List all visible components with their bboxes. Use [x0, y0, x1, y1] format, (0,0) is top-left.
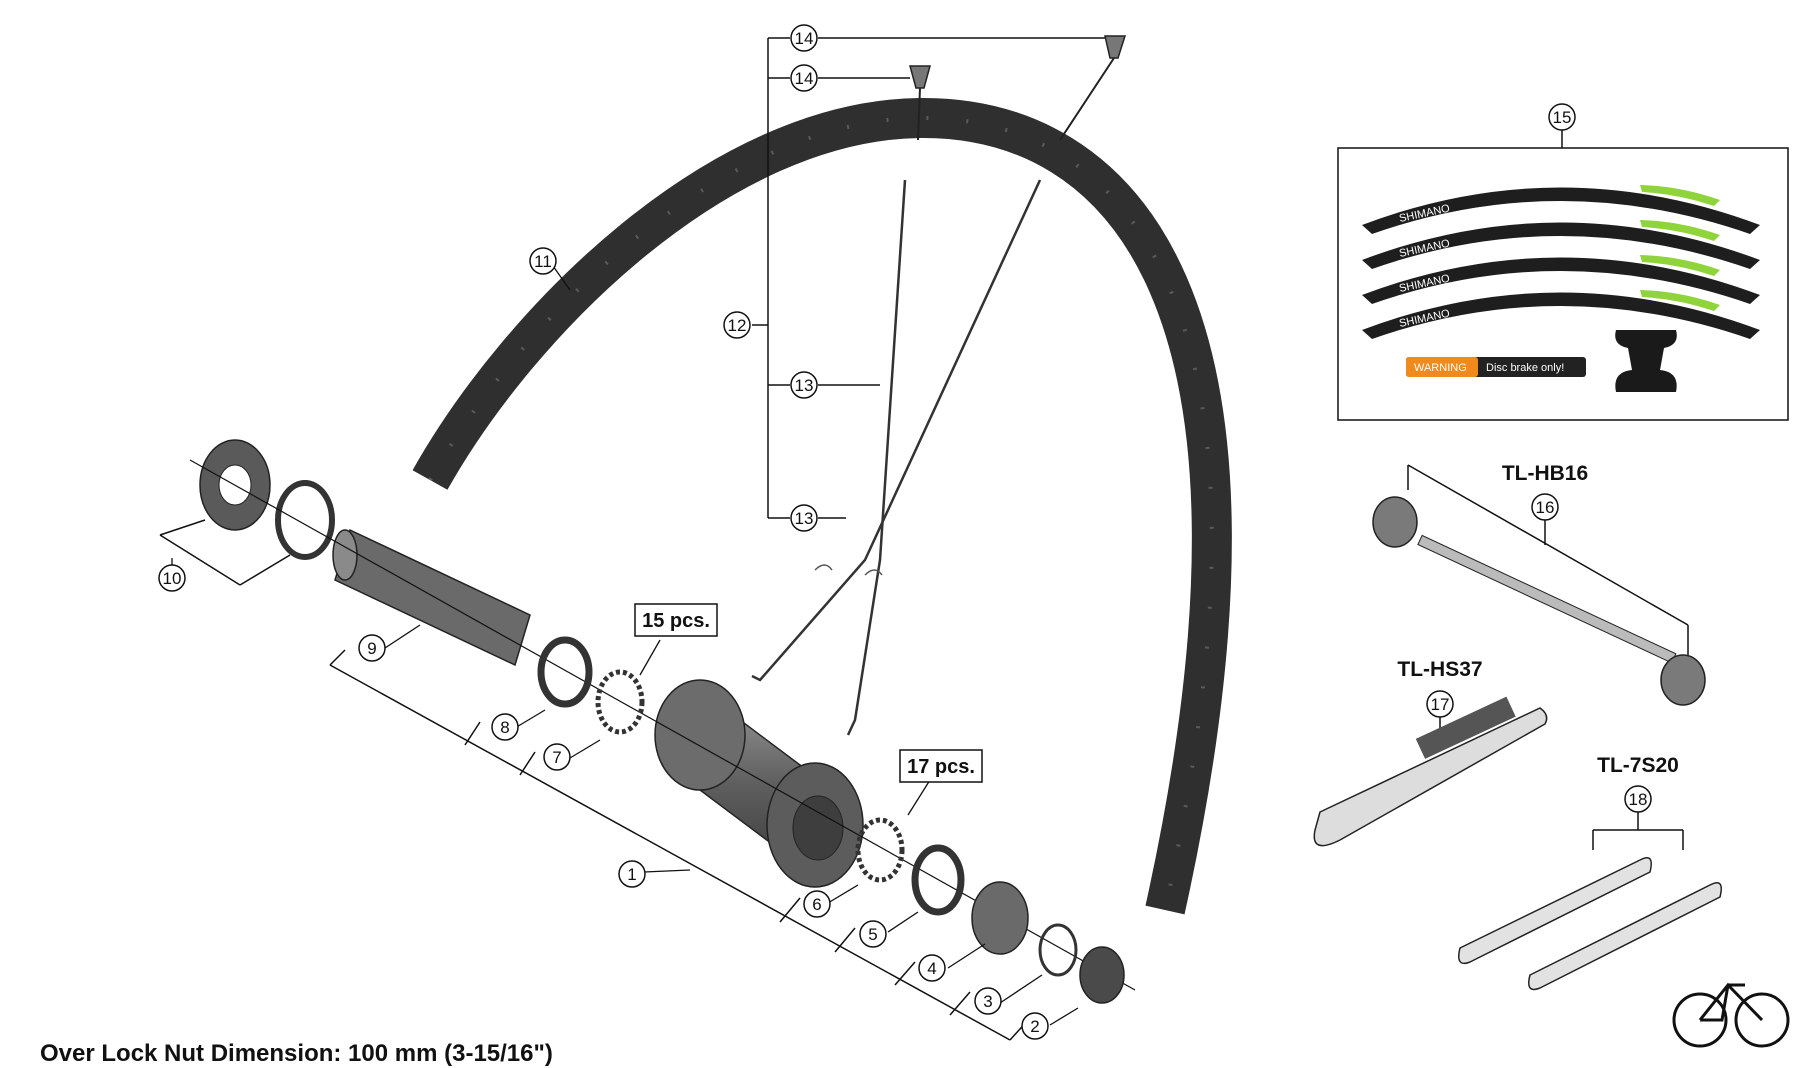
- callout-11: 11: [529, 247, 557, 275]
- svg-text:12: 12: [728, 316, 747, 335]
- svg-text:4: 4: [927, 959, 936, 978]
- h-shaped-decal: [1615, 330, 1677, 392]
- callout-10: 10: [158, 564, 186, 592]
- svg-text:6: 6: [812, 895, 821, 914]
- callout-1: 1: [618, 860, 646, 888]
- callout-13-upper: 13: [790, 371, 818, 399]
- spoke-nipple-second: [909, 65, 931, 141]
- hub-body: [654, 679, 864, 888]
- footer-dimension-note: Over Lock Nut Dimension: 100 mm (3-15/16…: [40, 1040, 553, 1067]
- left-seal-rings: [537, 636, 645, 735]
- svg-text:Disc brake only!: Disc brake only!: [1486, 362, 1564, 374]
- callout-8: 8: [491, 713, 519, 741]
- callout-3: 3: [974, 987, 1002, 1015]
- hub-axle: [332, 528, 531, 667]
- bicycle-icon: [1672, 982, 1790, 1048]
- svg-text:14: 14: [795, 69, 814, 88]
- svg-text:15 pcs.: 15 pcs.: [642, 610, 710, 632]
- lock-nut-assembly: [199, 439, 335, 560]
- svg-text:18: 18: [1629, 790, 1648, 809]
- svg-text:WARNING: WARNING: [1414, 362, 1467, 374]
- spoke-bracket: [752, 37, 1105, 519]
- assembly-bracket: [159, 519, 1031, 1041]
- callout-14-lower: 14: [790, 64, 818, 92]
- decal-panel: 15 SHIMANO SHIMANO SHIMANO SHIMANO WARNI…: [1337, 103, 1789, 421]
- callout-14-upper: 14: [790, 24, 818, 52]
- svg-text:13: 13: [795, 509, 814, 528]
- svg-text:2: 2: [1030, 1017, 1039, 1036]
- tool-tl-7s20: TL-7S20 18: [1458, 754, 1722, 991]
- tool-tl-hb16: TL-HB16 16: [1372, 462, 1706, 706]
- callout-7: 7: [543, 743, 571, 771]
- svg-text:17: 17: [1431, 695, 1450, 714]
- svg-text:15: 15: [1553, 108, 1572, 127]
- svg-text:TL-HB16: TL-HB16: [1502, 462, 1588, 485]
- leader-lines: [171, 265, 1079, 1026]
- svg-text:13: 13: [795, 376, 814, 395]
- quantity-label-15: 15 pcs.: [634, 603, 718, 637]
- svg-text:TL-7S20: TL-7S20: [1597, 754, 1679, 777]
- callout-6: 6: [803, 890, 831, 918]
- svg-text:1: 1: [627, 865, 636, 884]
- svg-text:11: 11: [534, 252, 552, 271]
- svg-text:3: 3: [983, 992, 992, 1011]
- rim: [412, 97, 1232, 915]
- svg-text:14: 14: [795, 29, 814, 48]
- svg-text:TL-HS37: TL-HS37: [1397, 658, 1482, 681]
- svg-text:7: 7: [552, 748, 561, 767]
- svg-text:8: 8: [500, 718, 509, 737]
- svg-text:16: 16: [1536, 498, 1555, 517]
- callout-9: 9: [358, 634, 386, 662]
- quantity-label-17: 17 pcs.: [899, 749, 983, 783]
- warning-sticker: WARNING Disc brake only!: [1406, 357, 1586, 377]
- svg-text:9: 9: [367, 639, 376, 658]
- svg-text:17 pcs.: 17 pcs.: [907, 756, 975, 778]
- callout-2: 2: [1021, 1012, 1049, 1040]
- tool-tl-hs37: TL-HS37 17: [1313, 658, 1548, 847]
- svg-text:5: 5: [868, 925, 877, 944]
- spoke-nipple-top: [1059, 35, 1127, 141]
- svg-text:10: 10: [163, 569, 182, 588]
- callout-13-lower: 13: [790, 504, 818, 532]
- callout-5: 5: [859, 920, 887, 948]
- right-parts: [855, 817, 1125, 1004]
- callout-4: 4: [918, 954, 946, 982]
- callout-12: 12: [723, 311, 751, 339]
- spokes: [751, 179, 1042, 736]
